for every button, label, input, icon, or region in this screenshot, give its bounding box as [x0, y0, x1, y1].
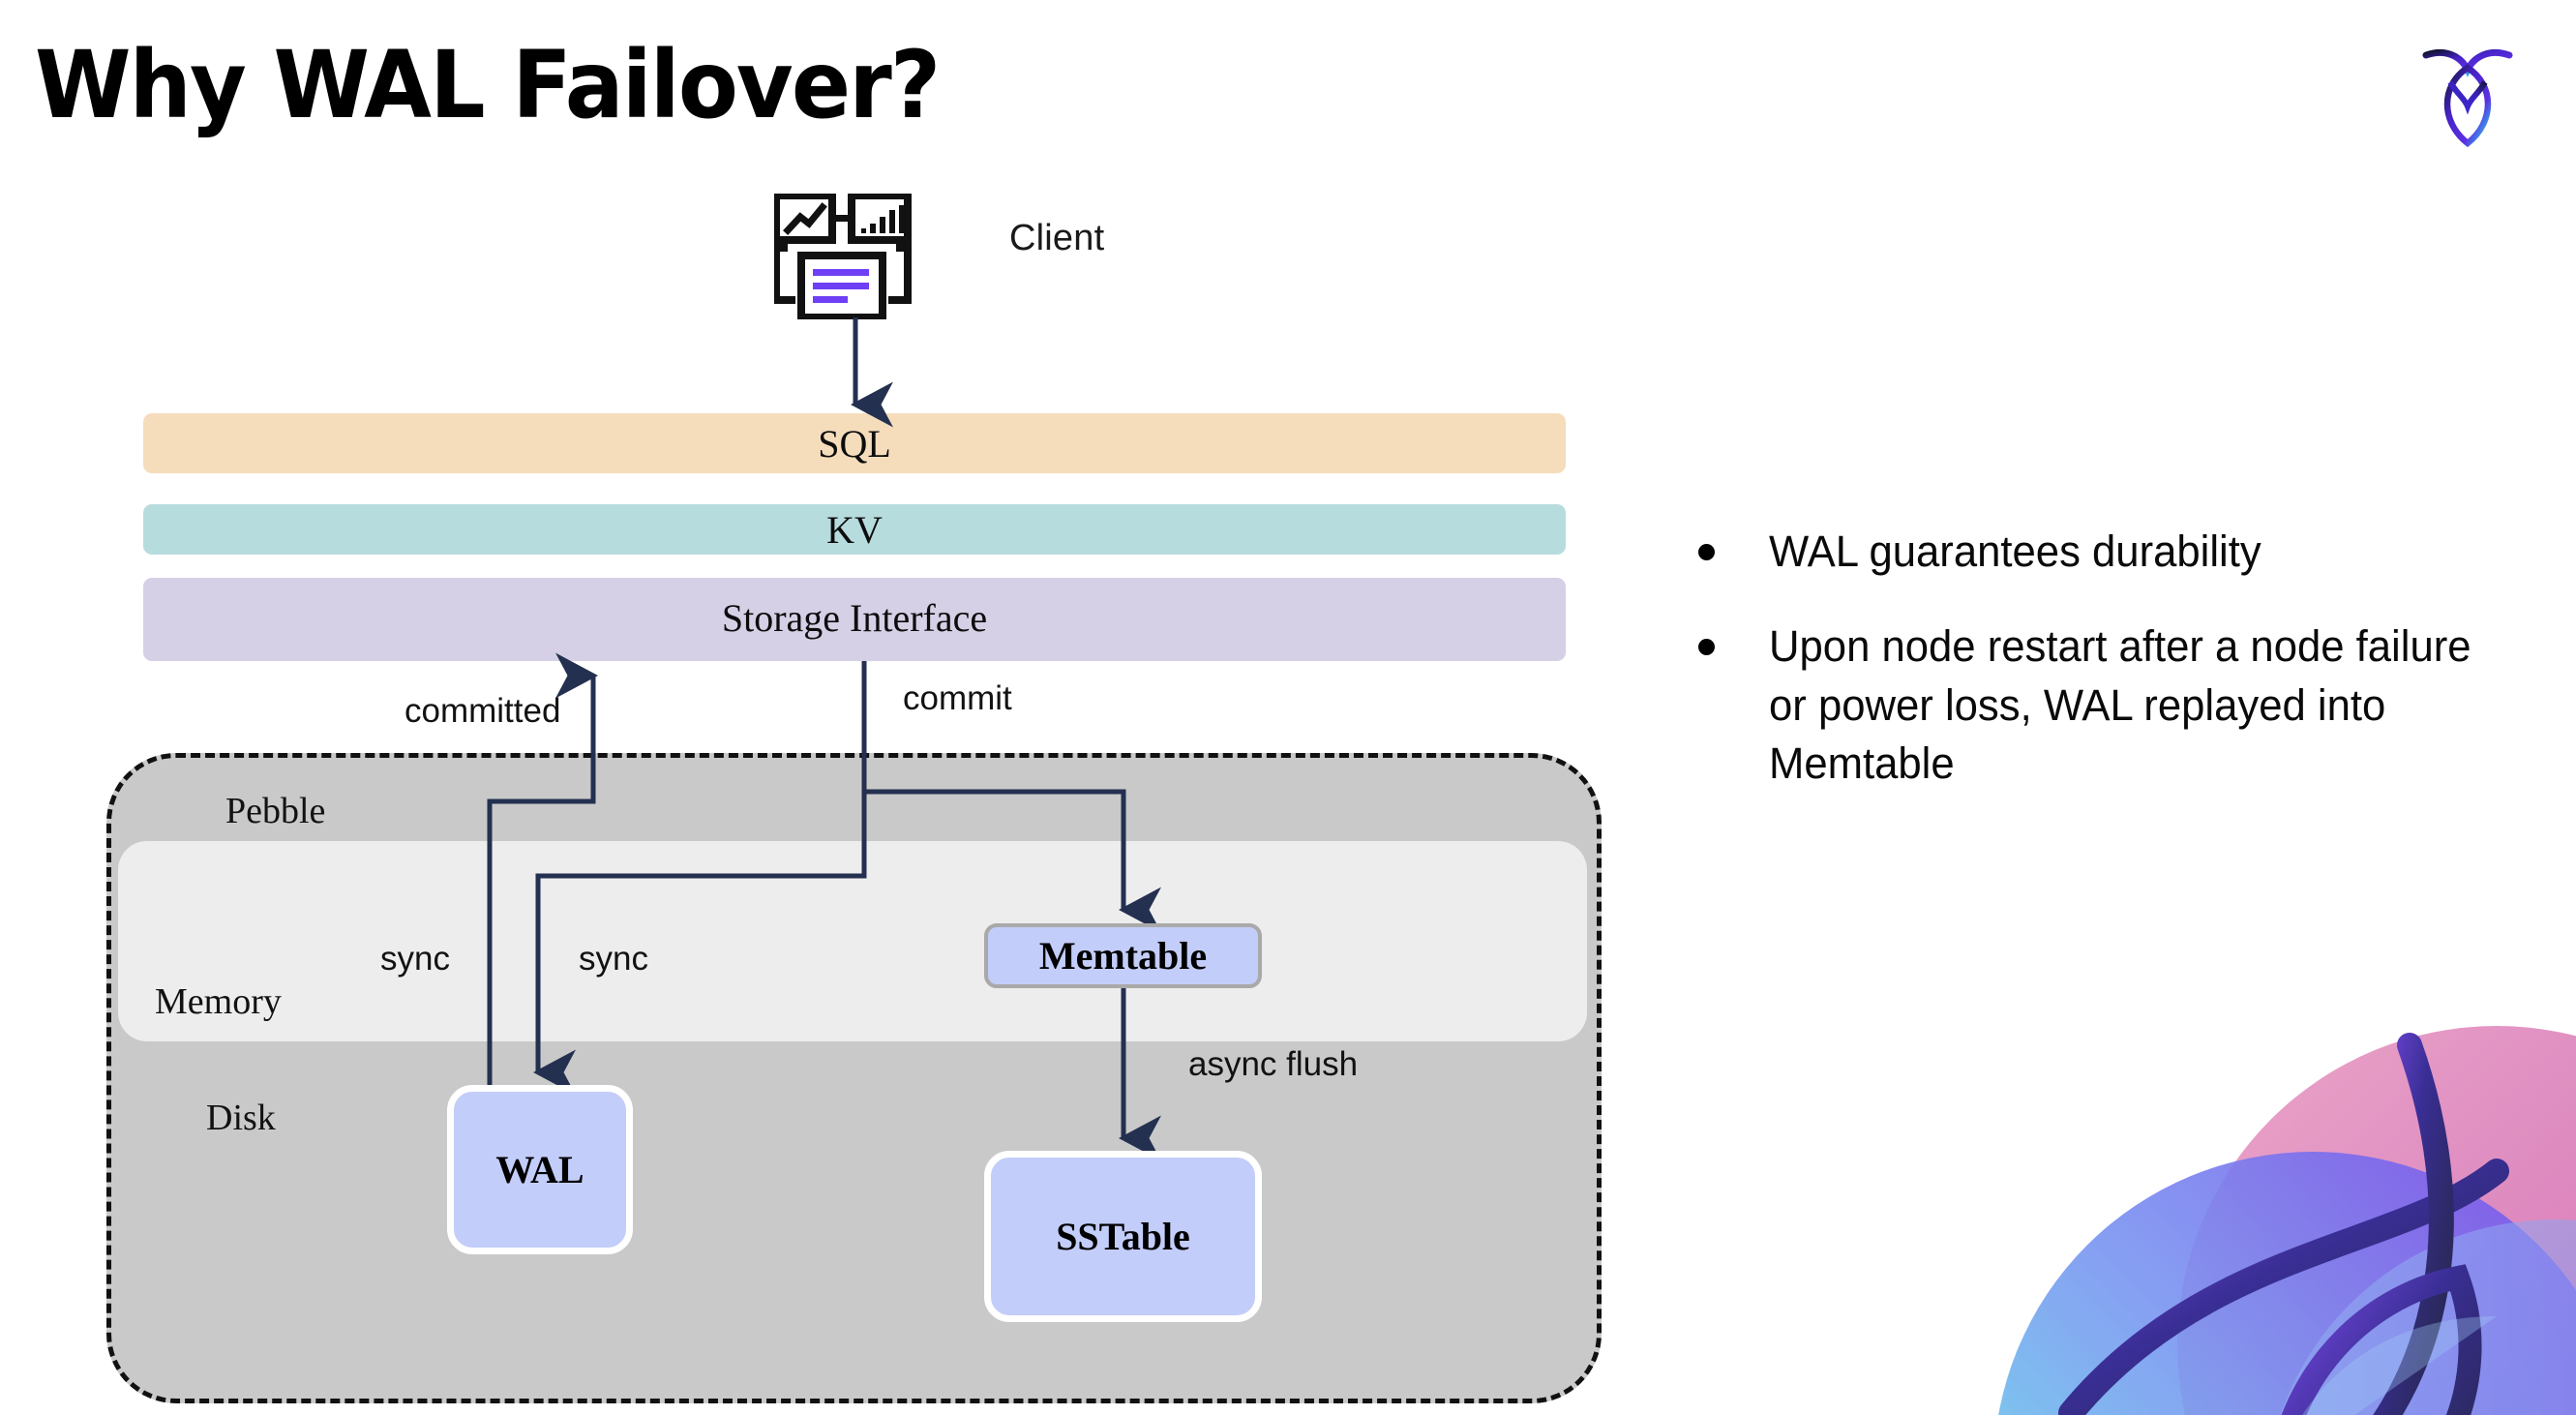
- client-dashboard-icon: [772, 192, 924, 321]
- layer-bar-kv[interactable]: KV: [143, 504, 1566, 555]
- memory-region: [118, 841, 1587, 1041]
- client-label: Client: [1009, 218, 1105, 258]
- decorative-logo-watermark: [1955, 929, 2576, 1415]
- edge-label-sync-right: sync: [579, 940, 648, 978]
- layer-bar-sql[interactable]: SQL: [143, 413, 1566, 473]
- bullet-text: WAL guarantees durability: [1769, 527, 2261, 576]
- bullet-dot-icon: [1698, 544, 1715, 560]
- cockroach-leaf-logo-icon: [2414, 39, 2521, 155]
- bullet-text: Upon node restart after a node failure o…: [1769, 621, 2471, 788]
- page-title: Why WAL Failover?: [35, 31, 941, 139]
- edge-label-committed: committed: [404, 692, 561, 730]
- layer-label-storage-interface: Storage Interface: [721, 595, 988, 640]
- layer-label-sql: SQL: [818, 421, 891, 466]
- layer-label-kv: KV: [826, 507, 883, 552]
- node-wal[interactable]: WAL: [447, 1085, 633, 1254]
- node-sstable[interactable]: SSTable: [984, 1151, 1262, 1322]
- node-memtable[interactable]: Memtable: [984, 923, 1262, 988]
- list-item: Upon node restart after a node failure o…: [1698, 617, 2501, 793]
- bullet-list: WAL guarantees durability Upon node rest…: [1698, 523, 2501, 829]
- layer-bar-storage-interface[interactable]: Storage Interface: [143, 578, 1566, 661]
- node-label-wal: WAL: [495, 1148, 584, 1191]
- list-item: WAL guarantees durability: [1698, 523, 2501, 581]
- pebble-label: Pebble: [225, 791, 326, 831]
- node-label-sstable: SSTable: [1056, 1215, 1190, 1258]
- edge-label-async-flush: async flush: [1188, 1045, 1359, 1083]
- bullet-dot-icon: [1698, 639, 1715, 656]
- edge-label-commit: commit: [903, 679, 1012, 717]
- edge-label-sync-left: sync: [380, 940, 450, 978]
- disk-label: Disk: [206, 1098, 276, 1138]
- memory-label: Memory: [155, 981, 282, 1022]
- node-label-memtable: Memtable: [1038, 934, 1208, 978]
